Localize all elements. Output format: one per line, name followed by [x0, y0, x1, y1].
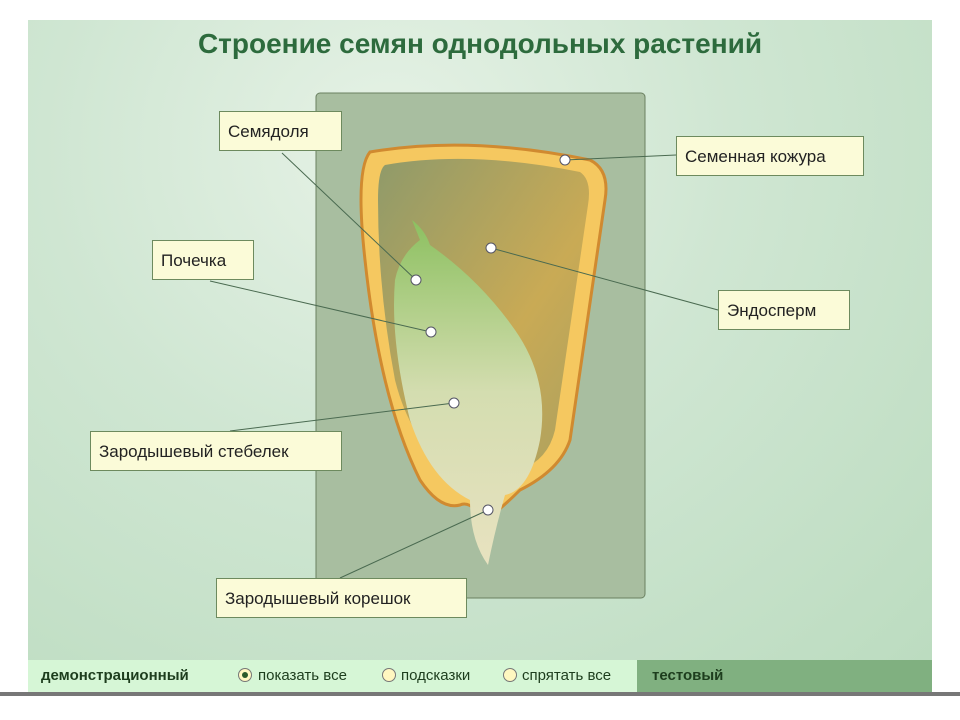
radio-hints[interactable]	[382, 668, 396, 682]
label-root: Зародышевый корешок	[216, 578, 467, 618]
label-stem: Зародышевый стебелек	[90, 431, 342, 471]
test-mode-tab[interactable]: тестовый	[652, 667, 724, 684]
label-seed-coat: Семенная кожура	[676, 136, 864, 176]
marker-root[interactable]	[482, 504, 494, 516]
marker-endosperm[interactable]	[485, 242, 497, 254]
hints-label[interactable]: подсказки	[401, 667, 471, 684]
label-cotyledon: Семядоля	[219, 111, 342, 151]
leader-lines	[209, 152, 719, 579]
scrollbar[interactable]	[0, 692, 960, 696]
mode-bar: демонстрационный показать все подсказки …	[28, 660, 932, 692]
radio-show-all[interactable]	[238, 668, 252, 682]
embryo	[394, 220, 543, 565]
demo-mode-tab[interactable]: демонстрационный	[41, 667, 189, 684]
marker-seed-coat[interactable]	[559, 154, 571, 166]
show-all-label[interactable]: показать все	[258, 667, 347, 684]
label-endosperm: Эндосперм	[718, 290, 850, 330]
marker-stem[interactable]	[448, 397, 460, 409]
hide-all-label[interactable]: спрятать все	[522, 667, 612, 684]
marker-cotyledon[interactable]	[410, 274, 422, 286]
page-title: Строение семян однодольных растений	[197, 28, 763, 59]
marker-bud[interactable]	[425, 326, 437, 338]
label-bud: Почечка	[152, 240, 254, 280]
radio-hide-all[interactable]	[503, 668, 517, 682]
